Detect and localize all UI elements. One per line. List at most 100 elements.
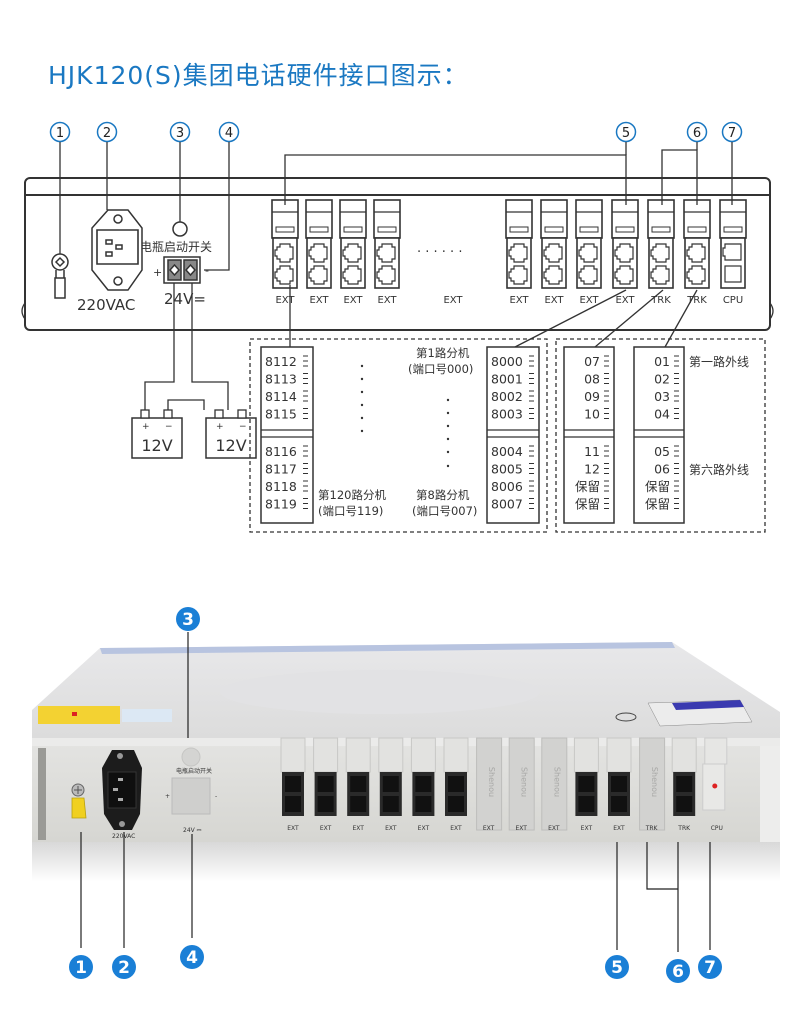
slot-ext: EXT (339, 199, 367, 306)
rj-jack-icon (274, 243, 294, 263)
pin-label: 8118 (265, 479, 297, 494)
pin-label: 08 (584, 372, 600, 387)
slot-ext: EXT (505, 199, 533, 306)
pin-mark (604, 480, 609, 492)
pin-mark (303, 498, 308, 509)
callout-circle (218, 121, 240, 143)
photo-dc-minus: - (215, 793, 217, 800)
panel-left-edge (38, 748, 46, 840)
slot-label: EXT (509, 295, 529, 306)
battery-pos: + (216, 422, 224, 432)
slot-label: EXT (275, 295, 295, 306)
photo-dc-plus: + (165, 793, 170, 800)
photo-slot-ext: EXT (443, 737, 469, 832)
pin-mark (674, 445, 679, 457)
slot-label: CPU (723, 295, 743, 306)
badge-number: 3 (182, 610, 194, 630)
rj-jack-icon (376, 265, 396, 285)
cable-blocks: 8112811381148115811681178118811980008001… (260, 346, 685, 524)
photo-slot-label: EXT (287, 825, 299, 832)
slot-latch-tab (687, 226, 707, 233)
photo-slot-label: EXT (320, 825, 332, 832)
rj-jack-icon (508, 265, 528, 285)
first-ext-caption: 第1路分机 (416, 346, 470, 360)
slot-label: TRK (650, 295, 671, 306)
callout-3: 3 (169, 121, 191, 143)
pin-mark (303, 390, 308, 402)
photo-slot-label: EXT (352, 825, 364, 832)
pin-mark (674, 498, 679, 509)
pin-label: 8003 (491, 407, 523, 422)
pin-mark (674, 355, 679, 367)
pin-mark (303, 408, 308, 419)
pin-label: 05 (654, 444, 670, 459)
rj-jack-icon (342, 265, 362, 285)
badge-number: 7 (704, 958, 716, 978)
warning-sticker (38, 706, 120, 724)
blue-sticker (122, 709, 172, 722)
ext120-port: (端口号119) (318, 504, 383, 518)
pin-mark (674, 480, 679, 492)
pin-mark (303, 463, 308, 474)
module-brand: Shenou (650, 767, 659, 797)
photo-slot-label: EXT (548, 825, 560, 832)
slot-latch (443, 737, 469, 773)
callout-circle (721, 121, 743, 143)
pin-mark (674, 390, 679, 402)
photo-slot-label: TRK (677, 825, 691, 832)
rj-jack-icon (342, 243, 362, 263)
ac-power-socket-photo-icon (102, 750, 142, 830)
rj-jack-icon (376, 243, 396, 263)
rj-jack-icon (543, 243, 563, 263)
battery-terminal (163, 409, 173, 419)
callout-number: 5 (622, 126, 630, 141)
badge-number: 2 (118, 958, 130, 978)
slot-label: EXT (544, 295, 564, 306)
blank-module (541, 737, 568, 831)
callout-2: 2 (96, 121, 118, 143)
module-brand: Shenou (487, 767, 496, 797)
sixth-trunk-line-label: 第六路外线 (689, 462, 749, 477)
callout-circle (96, 121, 118, 143)
slot-latch-tab (377, 226, 397, 233)
first-trunk-line-label: 第一路外线 (689, 354, 749, 369)
rj-jack-icon (614, 243, 634, 263)
pin-mark (529, 463, 534, 474)
slot-ellipsis: · · · · · · (417, 245, 462, 260)
photo-callout-3: 3 (176, 607, 200, 631)
photo-slot-label: EXT (450, 825, 462, 832)
photo-slot-ext: EXT (345, 737, 371, 832)
pin-mark (529, 480, 534, 492)
rj-jack-icon (508, 243, 528, 263)
leader-lines (59, 142, 733, 410)
battery-label: 12V (141, 436, 172, 455)
battery-pos: + (142, 422, 150, 432)
slot-latch-tab (723, 226, 743, 233)
photo-slot-trk: TRK (671, 737, 697, 832)
pin-label: 保留 (575, 497, 600, 512)
photo-slot-label: EXT (385, 825, 397, 832)
slot-latch (378, 737, 404, 773)
pin-mark (604, 408, 609, 419)
pin-label: 06 (654, 462, 670, 477)
photo-callout-6: 6 (666, 959, 690, 983)
battery-terminal (140, 409, 150, 419)
battery-switch-label: 电瓶启动开关 (140, 240, 212, 254)
battery-terminal (237, 409, 247, 419)
photo-dc-label: 24V ⎓ (183, 827, 202, 834)
serial-port-icon (724, 265, 742, 283)
badge-circle (112, 955, 136, 979)
slot-cpu: CPU (719, 199, 747, 306)
pin-label: 8000 (491, 354, 523, 369)
battery-switch-photo-icon (181, 747, 201, 767)
slot-trk: TRK (647, 199, 675, 306)
pin-label: 8002 (491, 389, 523, 404)
photo-slot-ext: EXT (313, 737, 339, 832)
pin-label: 8007 (491, 497, 523, 512)
photo-slot-ext: EXT (378, 737, 404, 832)
